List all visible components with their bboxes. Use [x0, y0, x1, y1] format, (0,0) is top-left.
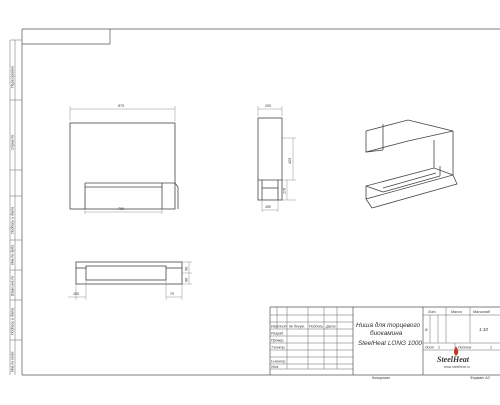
dim-top-left: 105: [73, 292, 79, 296]
dim-side-depth: 200: [264, 104, 271, 108]
tb-role: Провер.: [271, 339, 284, 343]
strip-label: Подпись и дата: [11, 207, 15, 234]
dim-side-height: 425: [288, 158, 292, 164]
dim-top-h1: 50: [185, 267, 189, 271]
title-block: Изм Лист № докум. Подпись Дата Разраб. П…: [269, 306, 500, 380]
front-view: 875 700: [69, 104, 179, 214]
tb-sheets-label: Листов: [457, 346, 471, 350]
strip-label: Взам.инв.№: [11, 276, 15, 296]
tb-role: Утв.: [271, 365, 279, 369]
strip-label: Инв.№ подл.: [11, 351, 15, 372]
strip-label: Подпись и дата: [11, 308, 15, 335]
tb-header: Подпись: [309, 325, 323, 329]
tb-format-label: Формат А3: [470, 376, 490, 380]
drawing-title-line2: биокамина: [370, 329, 403, 337]
tb-lit-label: Лит.: [427, 310, 436, 314]
top-view: 50 60 105 70: [68, 261, 192, 300]
isometric-view: [365, 119, 458, 209]
logo-text: SteelHeat: [437, 355, 470, 364]
dim-top-right: 70: [170, 292, 174, 296]
drawing-title-line1: Ниша для торцевого: [356, 321, 421, 329]
tb-mass-label: Масса: [451, 310, 462, 314]
tb-sheet-value: 1: [438, 346, 440, 350]
dim-front-width: 875: [118, 104, 124, 108]
tb-role: Т.контр.: [271, 346, 286, 350]
tb-sheets-value: 1: [490, 346, 492, 350]
dim-front-base: 700: [118, 207, 124, 211]
tb-header: Лист: [277, 325, 287, 329]
left-binding-strip: Перв.примен. Справ.№ Подпись и дата Инв.…: [9, 39, 22, 375]
tb-header: Изм: [271, 325, 278, 329]
drawing-frame: [21, 28, 500, 376]
flame-icon: [453, 346, 459, 356]
steelheat-logo: SteelHeat www.steelheat.ru: [437, 346, 470, 369]
tb-header: № докум.: [289, 325, 305, 329]
dim-side-lower: 170: [283, 188, 287, 194]
logo-url: www.steelheat.ru: [444, 365, 470, 369]
dim-side-bottom: 180: [265, 205, 271, 209]
strip-label: Перв.примен.: [11, 65, 15, 88]
tb-header: Дата: [325, 325, 335, 329]
tb-sheet-label: Лист: [424, 346, 434, 350]
side-view: 200 425 170 180: [257, 104, 296, 212]
tb-scale-value: 1:10: [479, 327, 488, 332]
tb-copied-label: Копировал: [372, 376, 390, 380]
tb-scale-label: Масштаб: [473, 310, 491, 314]
tb-lit-value: а: [425, 327, 428, 332]
drawing-title-line3: SteelHeat LONG 1000: [358, 340, 422, 347]
dim-top-h2: 60: [185, 278, 189, 282]
strip-label: Справ.№: [11, 135, 15, 150]
tb-role: Разраб.: [271, 332, 284, 336]
tb-role: Н.контр.: [271, 360, 286, 364]
strip-label: Инв.№ дубл.: [11, 244, 15, 265]
